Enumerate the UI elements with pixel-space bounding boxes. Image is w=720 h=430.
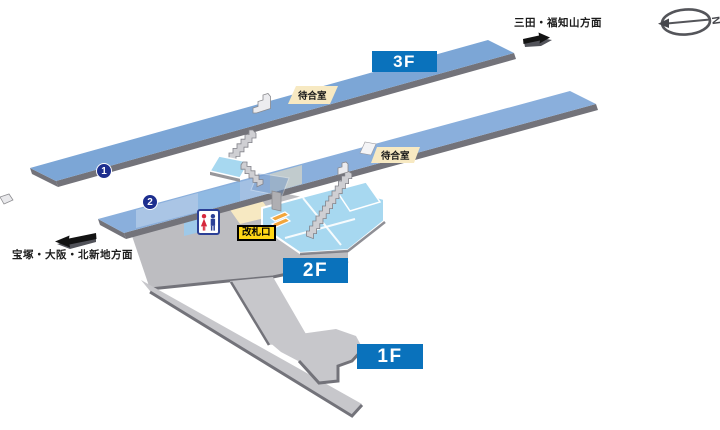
restroom-icon	[197, 209, 220, 235]
arrow-northeast-icon	[523, 32, 552, 47]
male-pictogram	[210, 214, 216, 231]
stairs-platform2-to-concourse	[306, 161, 353, 240]
platform-2	[98, 91, 598, 239]
platform2-entrance-step	[359, 141, 377, 156]
platform-1	[0, 40, 516, 205]
female-pictogram	[200, 214, 208, 231]
floor-banner-3f: 3F	[372, 51, 437, 72]
waiting-room-upper-area	[288, 86, 338, 104]
ramp-to-1f-long	[141, 280, 364, 418]
direction-label-down-line: 宝塚・大阪・北新地方面	[12, 249, 133, 261]
waiting-room-lower-label: 待合室	[381, 151, 410, 162]
floor-banner-1f: 1F	[357, 344, 423, 369]
stair-top-step-icon	[337, 161, 349, 176]
platform-end-step-icon	[0, 193, 14, 205]
bridge-pillar	[271, 190, 282, 212]
stairs-landing-down	[240, 161, 264, 188]
ramp-to-1f-middle	[229, 277, 310, 346]
platform1-step-icon	[252, 93, 271, 114]
floor-banner-2f: 2F	[283, 258, 348, 283]
arrow-southwest-icon	[55, 233, 97, 249]
ticket-gate-label: 改札口	[237, 225, 276, 241]
direction-label-up-line: 三田・福知山方面	[514, 17, 602, 29]
waiting-room-lower-area	[371, 147, 420, 163]
platform-number-2-badge: 2	[142, 194, 158, 210]
compass-north-icon: N	[658, 8, 720, 36]
transfer-bridge	[250, 172, 290, 212]
compass-north-letter: N	[709, 16, 720, 26]
waiting-room-upper-label: 待合室	[298, 91, 327, 102]
platform-number-1-badge: 1	[96, 163, 112, 179]
transfer-landing	[208, 155, 251, 182]
